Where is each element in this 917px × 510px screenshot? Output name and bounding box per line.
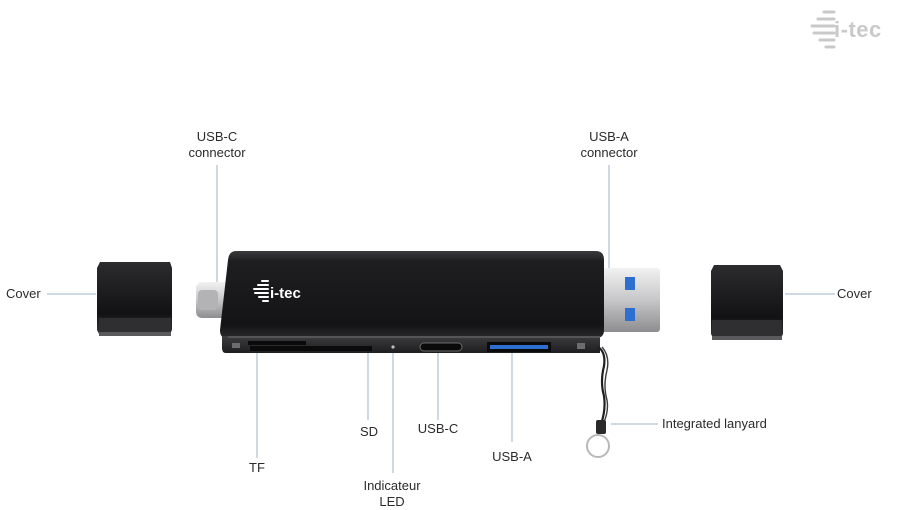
brand-logo-stripes-icon bbox=[810, 10, 836, 49]
right-cover bbox=[711, 265, 783, 340]
label-tf: TF bbox=[249, 460, 265, 475]
label-usbc-connector-line2: connector bbox=[188, 145, 246, 160]
usbc-port bbox=[419, 342, 463, 352]
leader-lines bbox=[47, 165, 835, 473]
label-usba-port: USB-A bbox=[492, 449, 532, 464]
label-lanyard: Integrated lanyard bbox=[662, 416, 767, 431]
label-usbc-port: USB-C bbox=[417, 421, 459, 436]
label-cover-left: Cover bbox=[6, 286, 41, 301]
device-logo-text: i-tec bbox=[270, 285, 301, 302]
usba-plug-hole-bottom bbox=[625, 308, 635, 321]
device-logo-stripes-icon bbox=[253, 280, 269, 302]
usba-plug-hole-top bbox=[625, 277, 635, 290]
lanyard bbox=[586, 346, 610, 458]
led-indicator bbox=[391, 345, 395, 349]
device-body bbox=[220, 251, 604, 353]
sd-slot bbox=[250, 346, 372, 351]
label-led-line1: Indicateur bbox=[363, 478, 421, 493]
label-led: Indicateur LED bbox=[356, 478, 428, 510]
label-usba-connector-line1: USB-A bbox=[589, 129, 629, 144]
label-led-line2: LED bbox=[379, 494, 405, 509]
label-sd: SD bbox=[359, 424, 379, 439]
brand-logo bbox=[806, 6, 910, 50]
label-usba-connector: USB-A connector bbox=[576, 129, 642, 161]
left-cover bbox=[97, 262, 172, 336]
label-usbc-connector-line1: USB-C bbox=[196, 129, 238, 144]
usba-plug bbox=[598, 268, 660, 332]
label-usbc-connector: USB-C connector bbox=[185, 129, 249, 161]
lanyard-ring bbox=[586, 434, 610, 458]
tf-slot bbox=[248, 341, 306, 345]
label-cover-right: Cover bbox=[837, 286, 872, 301]
label-usba-connector-line2: connector bbox=[580, 145, 638, 160]
brand-logo-text: i-tec bbox=[834, 17, 882, 42]
